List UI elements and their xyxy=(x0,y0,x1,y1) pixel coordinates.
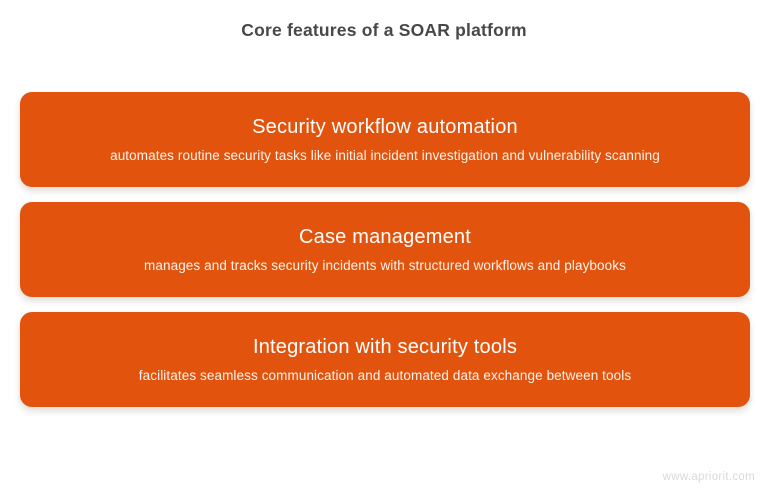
feature-card-case-management: Case management manages and tracks secur… xyxy=(20,202,750,297)
feature-heading: Security workflow automation xyxy=(252,116,518,138)
feature-heading: Case management xyxy=(299,226,471,248)
feature-description: automates routine security tasks like in… xyxy=(110,148,660,163)
diagram-title: Core features of a SOAR platform xyxy=(241,20,527,40)
feature-heading: Integration with security tools xyxy=(252,336,518,358)
watermark: www.apriorit.com xyxy=(662,471,755,483)
feature-card-security-workflow-automation: Security workflow automation automates r… xyxy=(20,92,750,187)
feature-description: facilitates seamless communication and a… xyxy=(138,368,632,383)
feature-card-list: Security workflow automation automates r… xyxy=(20,92,750,407)
feature-description: manages and tracks security incidents wi… xyxy=(144,258,626,273)
feature-card-integration-with-security-tools: Integration with security tools facilita… xyxy=(20,312,750,407)
